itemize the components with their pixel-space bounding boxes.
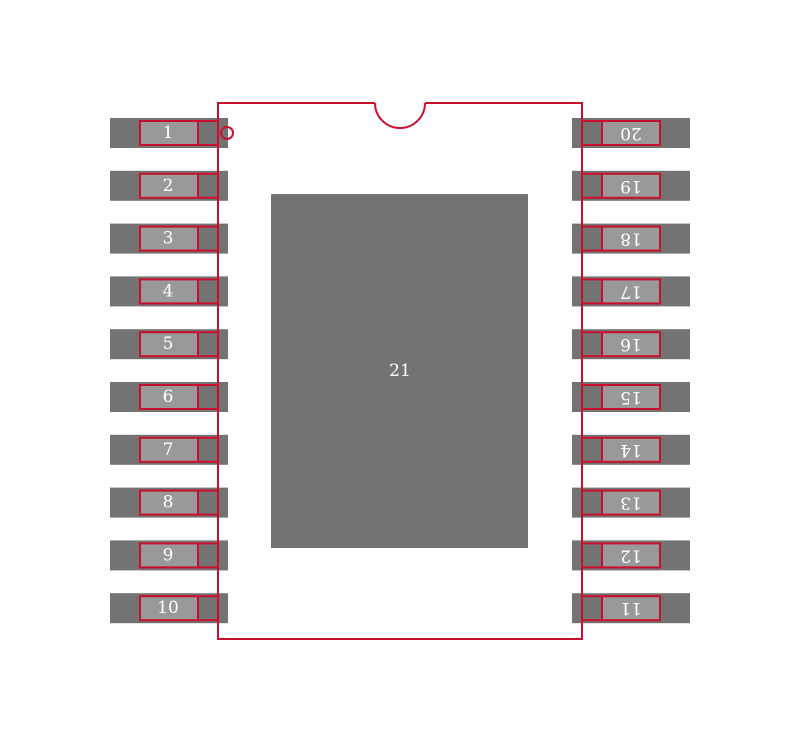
pin-pad-left: 5 — [110, 329, 228, 360]
pin-number: 11 — [620, 598, 642, 618]
body-outline — [217, 102, 583, 640]
pin-number: 20 — [620, 123, 642, 143]
pad-paste — [602, 437, 660, 462]
pad-paste — [140, 385, 198, 409]
pad-paste — [602, 332, 660, 357]
pin-pad-left: 3 — [110, 223, 228, 254]
pin-pad-left: 8 — [110, 487, 228, 518]
pin1-notch — [374, 102, 426, 129]
pad-paste — [140, 596, 198, 621]
pin-pad-left: 1 — [110, 118, 228, 148]
pin-pad-right: 13 — [572, 487, 690, 518]
center-pad-label: 21 — [389, 361, 411, 381]
pin-pad-right: 17 — [572, 276, 690, 307]
pin1-marker — [220, 126, 234, 140]
pin-number: 17 — [620, 281, 642, 301]
pad-paste — [602, 121, 660, 145]
center-thermal-pad — [271, 194, 528, 548]
pin-pad-left: 7 — [110, 434, 228, 465]
pad-paste — [602, 385, 660, 409]
pin-pad-right: 15 — [572, 382, 690, 412]
pin-number: 9 — [163, 545, 174, 565]
pin-pad-right: 18 — [572, 223, 690, 254]
pin-pad-left: 6 — [110, 382, 228, 412]
pin-number: 6 — [163, 387, 174, 407]
pad-paste — [602, 490, 660, 515]
pad-paste — [602, 226, 660, 251]
pin-number: 3 — [163, 229, 174, 249]
pin-pad-right: 16 — [572, 329, 690, 360]
pin-number: 8 — [163, 493, 174, 513]
pad-paste — [140, 543, 198, 568]
pin-number: 5 — [163, 334, 174, 354]
pin-number: 14 — [620, 440, 642, 460]
pin-number: 18 — [620, 229, 642, 249]
pin-number: 19 — [620, 176, 642, 196]
pad-paste — [602, 543, 660, 568]
pin-number: 4 — [163, 281, 174, 301]
pad-paste — [140, 332, 198, 357]
pin-pad-left: 10 — [110, 593, 228, 624]
pad-paste — [602, 173, 660, 198]
pin-pad-left: 4 — [110, 276, 228, 307]
pin-number: 10 — [157, 598, 179, 618]
pad-paste — [140, 173, 198, 198]
pad-paste — [140, 226, 198, 251]
pin-number: 16 — [620, 334, 642, 354]
pad-paste — [140, 437, 198, 462]
pad-paste — [140, 121, 198, 145]
pin-pad-right: 20 — [572, 118, 690, 148]
pin-pad-right: 19 — [572, 170, 690, 201]
pin-pad-left: 2 — [110, 170, 228, 201]
pin-number: 15 — [620, 387, 642, 407]
pin-pad-right: 12 — [572, 540, 690, 571]
pin-number: 1 — [163, 123, 174, 143]
pin-number: 7 — [163, 440, 174, 460]
pin-pad-right: 11 — [572, 593, 690, 624]
pin-pad-left: 9 — [110, 540, 228, 571]
pin-number: 12 — [620, 545, 642, 565]
pad-paste — [140, 490, 198, 515]
pin-number: 13 — [620, 493, 642, 513]
pad-paste — [602, 279, 660, 304]
pin-number: 2 — [163, 176, 174, 196]
pad-paste — [602, 596, 660, 621]
pin-pad-right: 14 — [572, 434, 690, 465]
pad-paste — [140, 279, 198, 304]
